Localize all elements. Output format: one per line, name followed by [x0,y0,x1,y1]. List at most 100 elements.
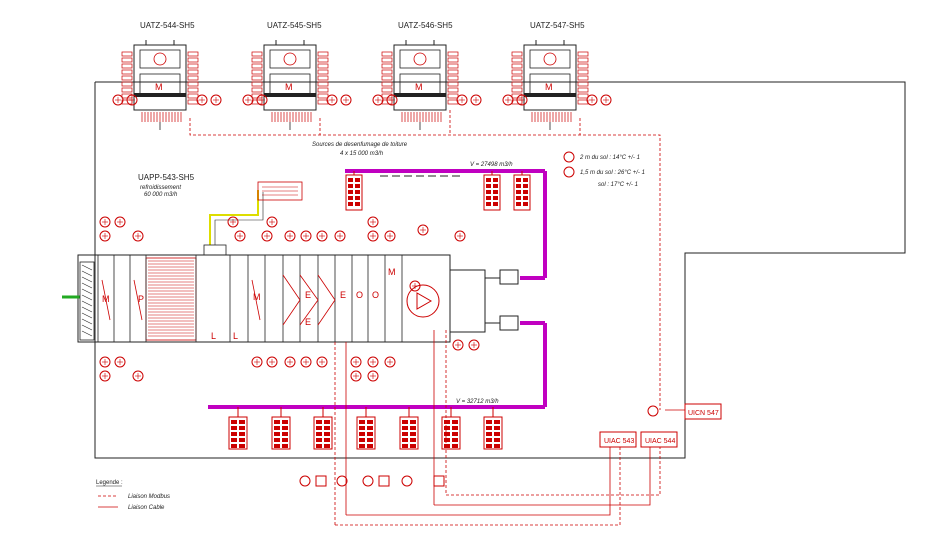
controllers: UIAC 543 UIAC 544 UICN 547 [599,403,722,448]
controller-label: UICN 547 [688,410,719,417]
sensor-icon [114,356,126,368]
sensor-icon [210,94,222,106]
sensor-icon [470,94,482,106]
sensor-icon [316,230,328,242]
modbus-link-rooftops [189,118,661,410]
supply-diffuser [513,171,531,211]
return-grilles [228,407,503,450]
setpoint-text: 2 m du sol : 14°C +/- 1 [579,155,640,161]
heat-exchanger [257,181,303,201]
sensor-icon [452,339,464,351]
return-grille [356,407,376,450]
ahu-label: UAPP-543-SH5 [138,173,195,182]
supply-flow: V = 27498 m3/h [470,162,513,168]
section-letter: O [372,290,379,300]
rooftop-unit: M [502,40,612,130]
field-devices [299,405,659,487]
setpoint-text: 1,5 m du sol : 26°C +/- 1 [580,170,645,176]
sensor-icon [266,356,278,368]
supply-diffuser [345,171,363,211]
svg-text:M: M [155,82,163,92]
sensor-icon [261,230,273,242]
sensor-icon [114,216,126,228]
rooftop-unit: M [372,40,482,130]
rooftop-label: UATZ-546-SH5 [398,21,453,30]
legend-title: Legende : [96,480,123,486]
sensor-icon [284,230,296,242]
building-outline [94,81,906,459]
ahu-flow: 60 000 m3/h [144,192,178,198]
sensor-icon [468,339,480,351]
rooftop-label: UATZ-545-SH5 [267,21,322,30]
sensor-icon [367,370,379,382]
return-grille [441,407,461,450]
sensor-icon [300,356,312,368]
sensor-icon [600,94,612,106]
ahu-sublabel: refroidissement [140,185,181,191]
section-letter: E [340,290,346,300]
return-grille [483,407,503,450]
section-letter: P [138,294,144,304]
controller-label: UIAC 544 [645,438,675,445]
sensor-icon [227,216,239,228]
sensor-icon [372,94,384,106]
sensor-icon [367,216,379,228]
rooftop-unit: M [112,40,222,130]
sensor-icon [386,94,398,106]
controller-box [599,431,637,448]
sensor-icon [234,230,246,242]
fan-icon [406,284,440,318]
sensor-icon [251,356,263,368]
return-grille [271,407,291,450]
sensor-icon [242,94,254,106]
sensor-icon [502,94,514,106]
svg-text:M: M [415,82,423,92]
section-letter: E [305,317,311,327]
sensor-icon [132,230,144,242]
controller-box [684,403,722,420]
section-letter: M [388,267,396,277]
return-grille [313,407,333,450]
sensor-icon [284,356,296,368]
setpoint-text: sol : 17°C +/- 1 [598,182,638,188]
cooling-sources-line1: Sources de desenfumage de toiture [312,142,408,148]
controller-label: UIAC 543 [604,438,634,445]
sensor-icon [266,216,278,228]
sensor-icon [126,94,138,106]
svg-text:M: M [545,82,553,92]
sensor-icon [326,94,338,106]
supply-damper [499,269,519,285]
section-letter: L [211,331,216,341]
sensor-icon [99,216,111,228]
sensor-icon [417,224,429,236]
return-grille [228,407,248,450]
sensor-icon [409,280,421,292]
sensor-icon [350,370,362,382]
air-handling-unit: UAPP-543-SH5 refroidissement 60 000 m3/h [62,173,519,343]
return-damper [499,315,519,331]
controller-box [640,431,678,448]
sensor-icon [586,94,598,106]
sensor-icon [99,230,111,242]
sensor-icon [384,356,396,368]
sensor-icon [456,94,468,106]
supply-diffuser [483,171,501,211]
legend-item: Liaison Cable [128,505,165,511]
sensors [99,216,480,382]
return-grille [399,407,419,450]
legend: Legende : Liaison Modbus Liaison Cable [96,480,170,511]
rooftop-label: UATZ-547-SH5 [530,21,585,30]
sensor-icon [256,94,268,106]
sensor-icon [367,230,379,242]
supply-diffusers [345,171,531,211]
sensor-icon [334,230,346,242]
section-letter: O [356,290,363,300]
section-letter: M [253,292,261,302]
sensor-icon [340,94,352,106]
sensor-icon [99,356,111,368]
supply-duct: V = 27498 m3/h [345,162,547,280]
return-flow: V = 32712 m3/h [456,399,499,405]
